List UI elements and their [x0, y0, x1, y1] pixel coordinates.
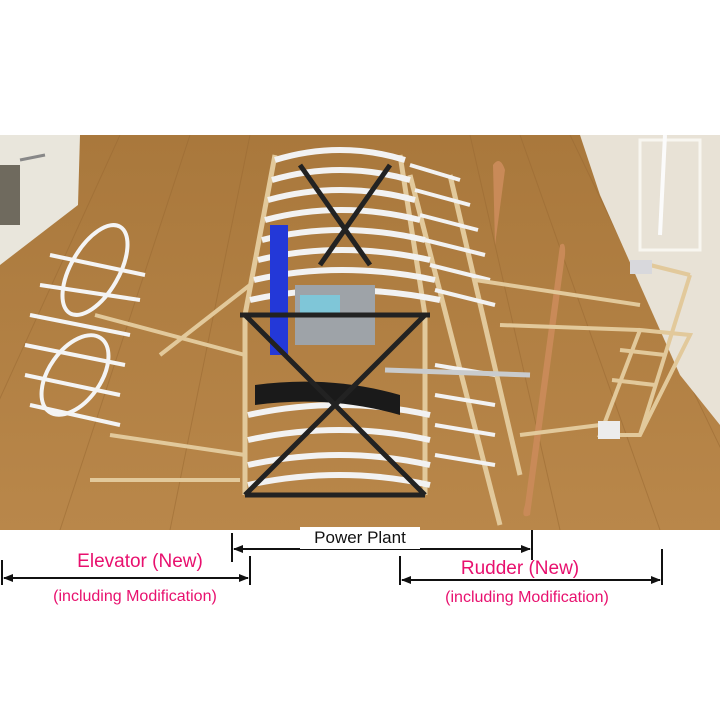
rudder-sublabel: (including Modification): [445, 589, 609, 606]
elevator-sublabel: (including Modification): [53, 588, 217, 605]
rudder-label: Rudder (New): [460, 558, 580, 579]
aircraft-photo: [0, 135, 720, 530]
power-plant-label: Power Plant: [300, 527, 420, 549]
elevator-label: Elevator (New): [77, 551, 203, 572]
